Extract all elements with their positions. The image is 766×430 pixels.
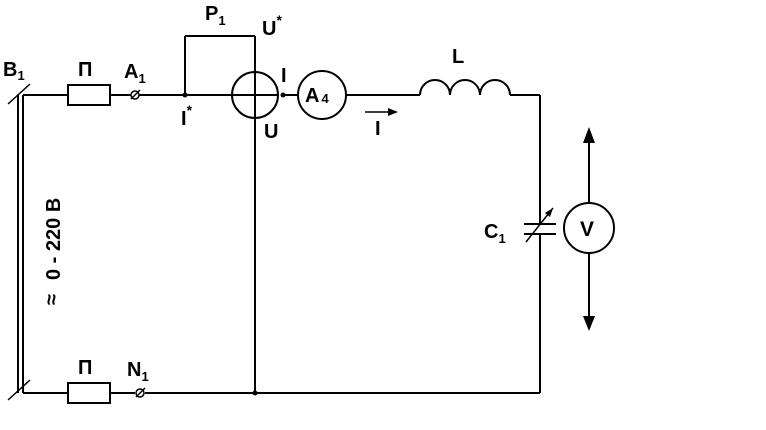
wattmeter-label: P1 <box>205 3 226 28</box>
voltmeter-label: V <box>580 218 594 241</box>
wattmeter <box>182 35 286 396</box>
ac-symbol: ≈ <box>41 294 63 305</box>
inductor-label: L <box>452 46 464 68</box>
terminal-n <box>135 388 145 398</box>
ammeter <box>297 70 347 120</box>
fuse-bottom-label: П <box>78 357 92 379</box>
current-label: I <box>375 118 381 140</box>
voltmeter <box>563 127 615 331</box>
fuse-top-label: П <box>78 59 92 81</box>
voltage-label: 0 - 220 B <box>43 198 65 280</box>
source-bar <box>7 83 31 401</box>
wattmeter-u-star: U* <box>262 12 282 40</box>
wattmeter-i-star: I* <box>181 102 193 130</box>
capacitor-label: C1 <box>484 221 506 246</box>
source-label: B1 <box>3 59 25 83</box>
wattmeter-i: I <box>281 65 287 87</box>
terminal-a <box>130 90 140 100</box>
current-arrow <box>365 108 398 116</box>
terminal-n-label: N1 <box>127 359 149 384</box>
fuse-top <box>67 84 111 106</box>
fuse-bottom <box>67 382 111 404</box>
inductor-symbol <box>419 79 511 96</box>
capacitor-symbol <box>524 207 556 243</box>
wattmeter-u: U <box>264 121 278 143</box>
terminal-a-label: A1 <box>124 61 146 86</box>
